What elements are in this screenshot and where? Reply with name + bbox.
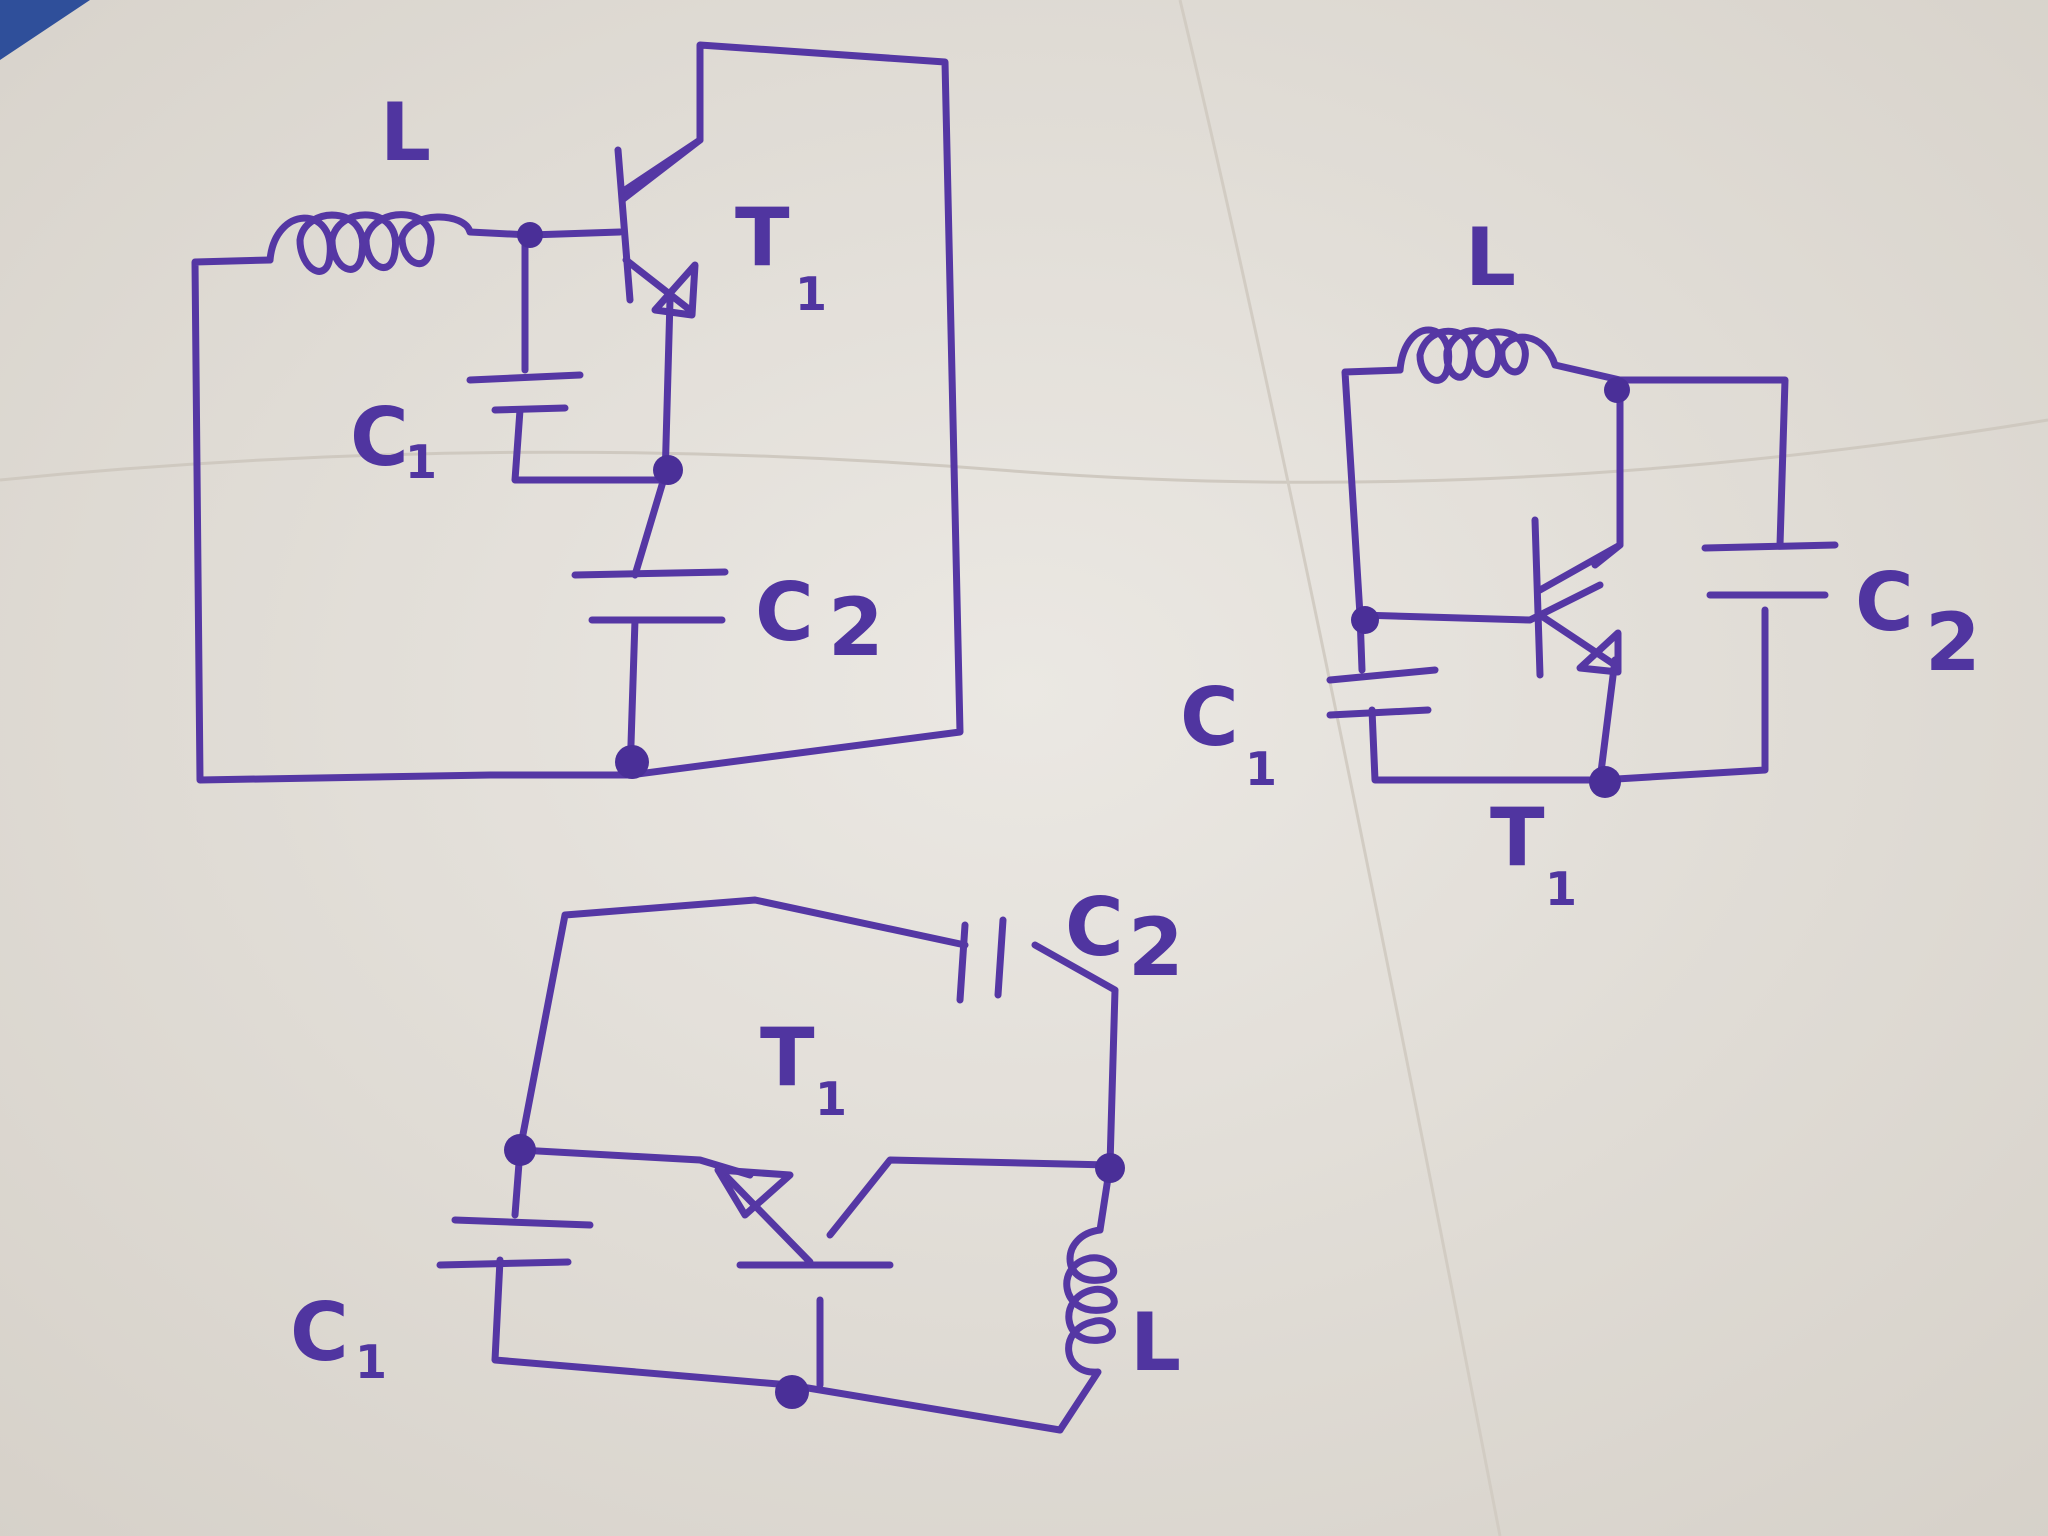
circuit-3-junction xyxy=(1095,1153,1125,1183)
circuit-2-inductor-label: L xyxy=(1465,211,1516,304)
circuit-3: L T 1 C 1 C 2 xyxy=(290,881,1184,1434)
circuit-1-transistor-subscript: 1 xyxy=(795,267,827,321)
circuit-3-c1-subscript: 1 xyxy=(355,1335,387,1389)
circuit-1: L T 1 C 1 C 2 xyxy=(191,41,964,784)
paper-crease xyxy=(0,418,2048,484)
circuit-2-junction xyxy=(1589,766,1621,798)
circuit-2-t1-emitter-arrow xyxy=(1576,629,1622,676)
circuit-2-transistor-label: T xyxy=(1490,791,1545,884)
circuit-1-junction xyxy=(615,745,649,779)
circuit-1-junction xyxy=(653,455,683,485)
circuit-3-transistor-label: T xyxy=(760,1011,815,1104)
circuit-1-c2-label: C xyxy=(755,566,814,659)
circuit-1-c1-subscript: 1 xyxy=(405,435,437,489)
circuit-1-t1-collector xyxy=(618,56,704,204)
table-corner xyxy=(0,0,90,60)
circuit-3-c2-label: C xyxy=(1065,881,1124,974)
circuit-3-c2-plate-left xyxy=(956,921,969,1004)
circuit-1-c2-plate-top xyxy=(571,568,729,579)
circuit-1-wires xyxy=(191,41,964,784)
paper-crease xyxy=(1178,0,1502,1536)
circuit-3-junction xyxy=(504,1134,536,1166)
circuit-1-inductor-coil xyxy=(266,211,534,275)
circuit-2-t1-collector xyxy=(1536,541,1624,594)
circuit-2-c2-label: C xyxy=(1855,556,1914,649)
circuit-2-t1-emitter xyxy=(1536,611,1619,669)
circuit-3-inductor-label: L xyxy=(1130,1296,1181,1389)
circuit-1-t1-emitter xyxy=(622,256,694,314)
circuit-1-t1-emitter-arrow xyxy=(651,261,699,319)
circuit-2-junction xyxy=(1351,606,1379,634)
circuit-1-junction xyxy=(517,222,543,248)
circuit-2-c1-plate-top xyxy=(1326,666,1439,684)
circuit-2-t1-base-bar xyxy=(1531,516,1544,679)
circuit-1-c2-subscript: 2 xyxy=(828,581,884,674)
circuit-3-c2-plate-right xyxy=(994,916,1007,999)
circuit-2-transistor-subscript: 1 xyxy=(1545,862,1577,916)
circuit-3-c1-plate-top xyxy=(451,1216,594,1229)
circuit-1-t1-base-bar xyxy=(614,146,634,304)
circuit-3-transistor-subscript: 1 xyxy=(815,1072,847,1126)
circuit-2-c2-subscript: 2 xyxy=(1925,596,1981,689)
circuit-3-inductor-coil xyxy=(1056,1226,1118,1434)
circuit-2-c2-plate-top xyxy=(1701,541,1839,552)
circuit-2-c1-plate-bottom xyxy=(1326,706,1432,719)
circuit-3-c1-label: C xyxy=(290,1286,349,1379)
circuit-1-c1-label: C xyxy=(350,391,409,484)
circuit-1-c1-plate-bottom xyxy=(491,404,569,414)
circuit-1-inductor-label: L xyxy=(380,86,431,179)
circuit-2: L T 1 C 1 C 2 xyxy=(1180,211,1981,916)
circuit-2-junction xyxy=(1604,377,1630,403)
circuit-3-junction xyxy=(775,1375,809,1409)
circuit-2-c1-subscript: 1 xyxy=(1245,742,1277,796)
circuit-3-wires xyxy=(491,896,1119,1434)
circuit-2-c1-label: C xyxy=(1180,671,1239,764)
circuit-1-transistor-label: T xyxy=(735,191,790,284)
circuit-1-c1-plate-top xyxy=(466,371,584,384)
circuit-3-t1-emitter xyxy=(721,1171,814,1266)
circuit-3-t1-emitter-arrow xyxy=(714,1166,794,1219)
circuit-2-inductor-coil xyxy=(1396,326,1624,384)
circuit-3-c1-plate-bottom xyxy=(436,1258,572,1269)
circuit-3-c2-subscript: 2 xyxy=(1128,901,1184,994)
